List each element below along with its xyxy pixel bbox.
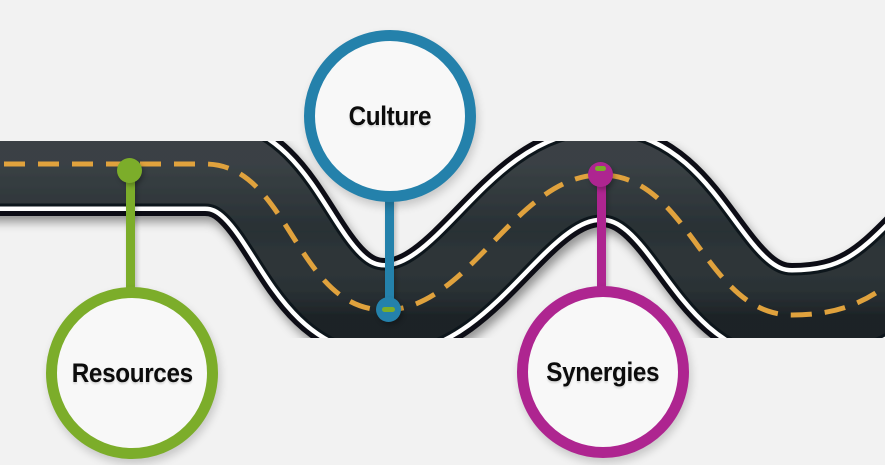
resources-marker-dot [117, 158, 142, 183]
synergies-marker-dot [588, 162, 613, 187]
culture-marker-dot [376, 297, 401, 322]
resources-connector-line [126, 170, 135, 292]
road-center-dashed-line [0, 161, 885, 318]
resources-label: Resources [71, 357, 193, 388]
resources-circle: Resources [46, 287, 218, 459]
culture-label: Culture [348, 100, 432, 131]
culture-dot-green-dash [382, 307, 395, 312]
culture-connector-line [385, 196, 394, 310]
culture-circle: Culture [304, 30, 476, 202]
synergies-connector-line [597, 175, 606, 291]
synergies-dot-green-dash [595, 166, 606, 171]
synergies-label: Synergies [546, 356, 660, 387]
synergies-circle: Synergies [517, 286, 689, 458]
